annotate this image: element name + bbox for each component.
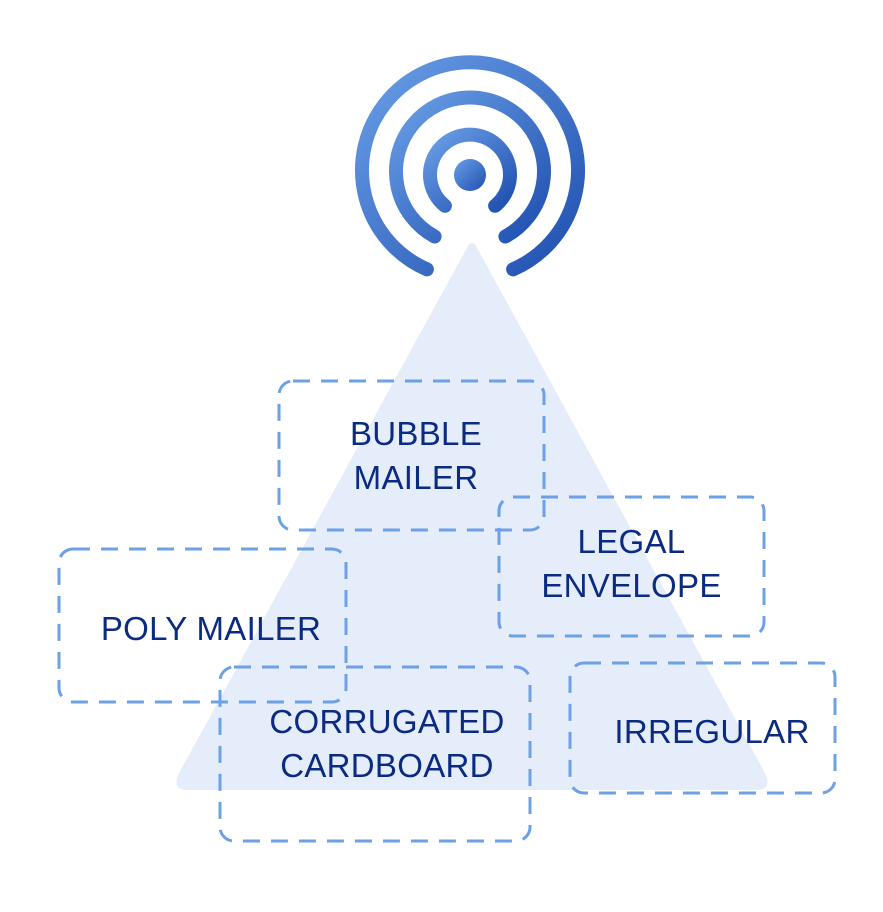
box-irregular (568, 661, 837, 795)
label-line: CORRUGATED (269, 703, 505, 740)
box-bubble-mailer (277, 379, 546, 532)
label-line: ENVELOPE (541, 566, 722, 604)
signal-arc-outer (355, 55, 585, 277)
label-line: LEGAL (577, 522, 686, 560)
label-line: CARDBOARD (280, 747, 494, 784)
label-poly-mailer: POLY MAILER (61, 552, 361, 705)
signal-arc-inner (423, 127, 517, 213)
signal-center-dot (454, 159, 486, 191)
label-line: BUBBLE (349, 414, 483, 452)
label-legal-envelope: LEGAL ENVELOPE (501, 494, 762, 633)
radio-signal-broadcast-icon (355, 55, 585, 277)
box-corrugated-cardboard (218, 665, 532, 843)
label-line: IRREGULAR (614, 713, 810, 750)
label-irregular: IRREGULAR (572, 667, 852, 797)
label-line: POLY MAILER (100, 609, 322, 647)
label-line: MAILER (353, 458, 479, 496)
signal-beam (176, 243, 768, 790)
label-bubble-mailer: BUBBLE MAILER (281, 383, 551, 528)
label-corrugated-cardboard: CORRUGATED CARDBOARD (222, 660, 552, 828)
box-legal-envelope (497, 495, 766, 638)
signal-arc-middle (389, 90, 551, 244)
box-poly-mailer (57, 547, 348, 704)
